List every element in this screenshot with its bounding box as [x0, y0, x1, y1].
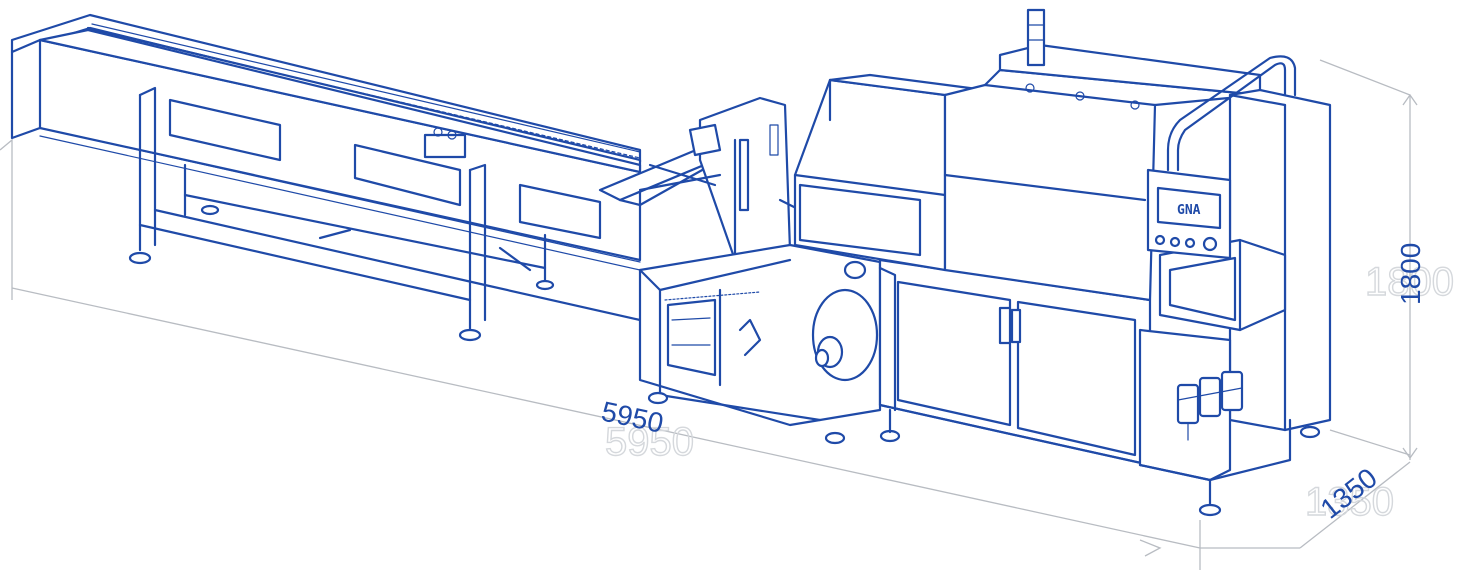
- conveyor-frame: [128, 86, 642, 342]
- brand-logo-text: GNA: [1177, 203, 1201, 218]
- width-ghost-label: 1350: [1305, 480, 1394, 524]
- hmi-panel: GNA: [1146, 168, 1232, 260]
- air-filter-regulator: [1176, 370, 1244, 441]
- film-roll-station: [638, 243, 882, 445]
- sealing-cabinet: [793, 8, 1262, 467]
- height-dimension-label: 1800: [1395, 243, 1426, 305]
- length-ghost-label: 5950: [605, 420, 694, 464]
- infeed-conveyor: [10, 13, 642, 271]
- control-cabinet: GNA: [1138, 55, 1332, 517]
- dimension-lines: [0, 59, 1418, 570]
- height-ghost-label: 1800: [1365, 260, 1454, 304]
